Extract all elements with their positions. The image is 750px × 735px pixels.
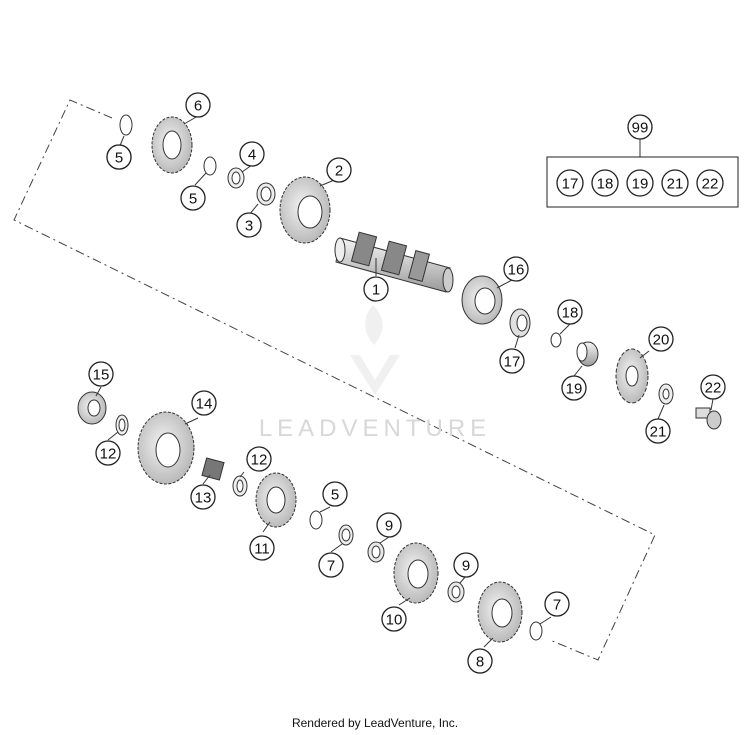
kit-item-label: 17 xyxy=(562,176,579,193)
callout-19: 19 xyxy=(561,375,587,401)
mainshaft-1 xyxy=(334,231,454,293)
kit-item-label: 21 xyxy=(667,176,684,193)
callout-label: 18 xyxy=(562,305,579,322)
gear-11 xyxy=(255,472,297,528)
callout-label: 11 xyxy=(254,541,270,558)
callout-9: 9 xyxy=(376,512,402,538)
callout-label: 8 xyxy=(476,654,484,671)
watermark-text: LEADVENTURE xyxy=(259,415,491,442)
bearing-16 xyxy=(461,275,503,325)
callout-7: 7 xyxy=(318,552,344,578)
callout-label: 14 xyxy=(196,396,213,413)
spacer-19 xyxy=(576,341,599,367)
callout-11: 11 xyxy=(249,535,275,561)
washer-7-b xyxy=(529,621,543,641)
washer-12-b xyxy=(232,475,248,497)
bearing-15 xyxy=(77,391,107,425)
callout-label: 16 xyxy=(508,262,525,279)
washer-4 xyxy=(227,167,245,189)
callout-4: 4 xyxy=(239,141,265,167)
callout-label: 6 xyxy=(194,98,202,115)
callout-14: 14 xyxy=(191,390,217,416)
callout-1: 1 xyxy=(363,276,389,302)
callout-label: 21 xyxy=(650,424,667,441)
kit-callout: 99 xyxy=(627,114,653,140)
kit-item-label: 19 xyxy=(632,176,649,193)
callout-18: 18 xyxy=(557,299,583,325)
callout-label: 5 xyxy=(189,191,197,208)
needle-bearing-13 xyxy=(201,457,225,481)
callout-label: 9 xyxy=(385,518,393,535)
callout-label: 4 xyxy=(248,147,256,164)
callout-17: 17 xyxy=(499,348,525,374)
circlip-5-a xyxy=(119,114,133,136)
kit-item-19: 19 xyxy=(626,169,654,197)
bolt-22 xyxy=(695,407,722,430)
callout-8: 8 xyxy=(467,648,493,674)
callout-label: 10 xyxy=(386,612,403,629)
callout-label: 2 xyxy=(335,163,343,180)
bushing-3 xyxy=(256,182,276,206)
callout-7: 7 xyxy=(544,591,570,617)
kit-item-label: 18 xyxy=(597,176,614,193)
washer-21 xyxy=(658,383,674,405)
callout-10: 10 xyxy=(381,606,407,632)
gear-8 xyxy=(477,581,523,643)
callout-22: 22 xyxy=(700,374,726,400)
callout-label: 5 xyxy=(331,487,339,504)
callout-label: 9 xyxy=(462,558,470,575)
callout-16: 16 xyxy=(503,256,529,282)
watermark-logo xyxy=(350,305,400,395)
gear-6 xyxy=(151,116,193,174)
kit-item-22: 22 xyxy=(696,169,724,197)
callout-label: 3 xyxy=(245,218,253,235)
circlip-5-c xyxy=(309,510,323,530)
callout-9: 9 xyxy=(453,552,479,578)
oring-18 xyxy=(550,332,562,348)
callout-label: 17 xyxy=(504,354,521,371)
callout-label: 13 xyxy=(195,490,212,507)
callout-15: 15 xyxy=(88,361,114,387)
callout-6: 6 xyxy=(185,92,211,118)
callout-label: 7 xyxy=(327,558,335,575)
callout-label: 15 xyxy=(93,367,110,384)
washer-5-b xyxy=(203,156,217,176)
callout-label: 5 xyxy=(115,150,123,167)
bushing-9-a xyxy=(367,541,385,563)
gear-2 xyxy=(279,176,331,244)
kit-callout-label: 99 xyxy=(632,120,649,137)
kit-item-17: 17 xyxy=(556,169,584,197)
bushing-9-b xyxy=(447,581,465,603)
callout-label: 19 xyxy=(566,381,583,398)
sprocket-20 xyxy=(615,348,649,404)
callout-12: 12 xyxy=(246,446,272,472)
seal-17 xyxy=(509,308,531,338)
callout-label: 7 xyxy=(553,597,561,614)
callout-label: 12 xyxy=(100,446,117,463)
callout-13: 13 xyxy=(190,484,216,510)
callout-21: 21 xyxy=(645,418,671,444)
callout-5: 5 xyxy=(180,185,206,211)
callout-label: 12 xyxy=(251,452,268,469)
kit-item-18: 18 xyxy=(591,169,619,197)
callout-label: 1 xyxy=(372,282,380,299)
callout-5: 5 xyxy=(322,481,348,507)
footer-credit: Rendered by LeadVenture, Inc. xyxy=(291,716,459,730)
callout-label: 20 xyxy=(653,332,670,349)
washer-12-a xyxy=(115,414,129,436)
gear-14 xyxy=(137,411,195,485)
callout-12: 12 xyxy=(95,440,121,466)
callout-label: 22 xyxy=(705,380,722,397)
callout-20: 20 xyxy=(648,326,674,352)
callout-2: 2 xyxy=(326,157,352,183)
washer-7-a xyxy=(338,524,354,546)
callout-5: 5 xyxy=(106,144,132,170)
kit-item-label: 22 xyxy=(702,176,719,193)
callout-3: 3 xyxy=(236,212,262,238)
kit-item-21: 21 xyxy=(661,169,689,197)
assembly-boundary xyxy=(13,99,656,661)
leader-lines xyxy=(95,115,714,648)
gear-10 xyxy=(393,542,439,604)
